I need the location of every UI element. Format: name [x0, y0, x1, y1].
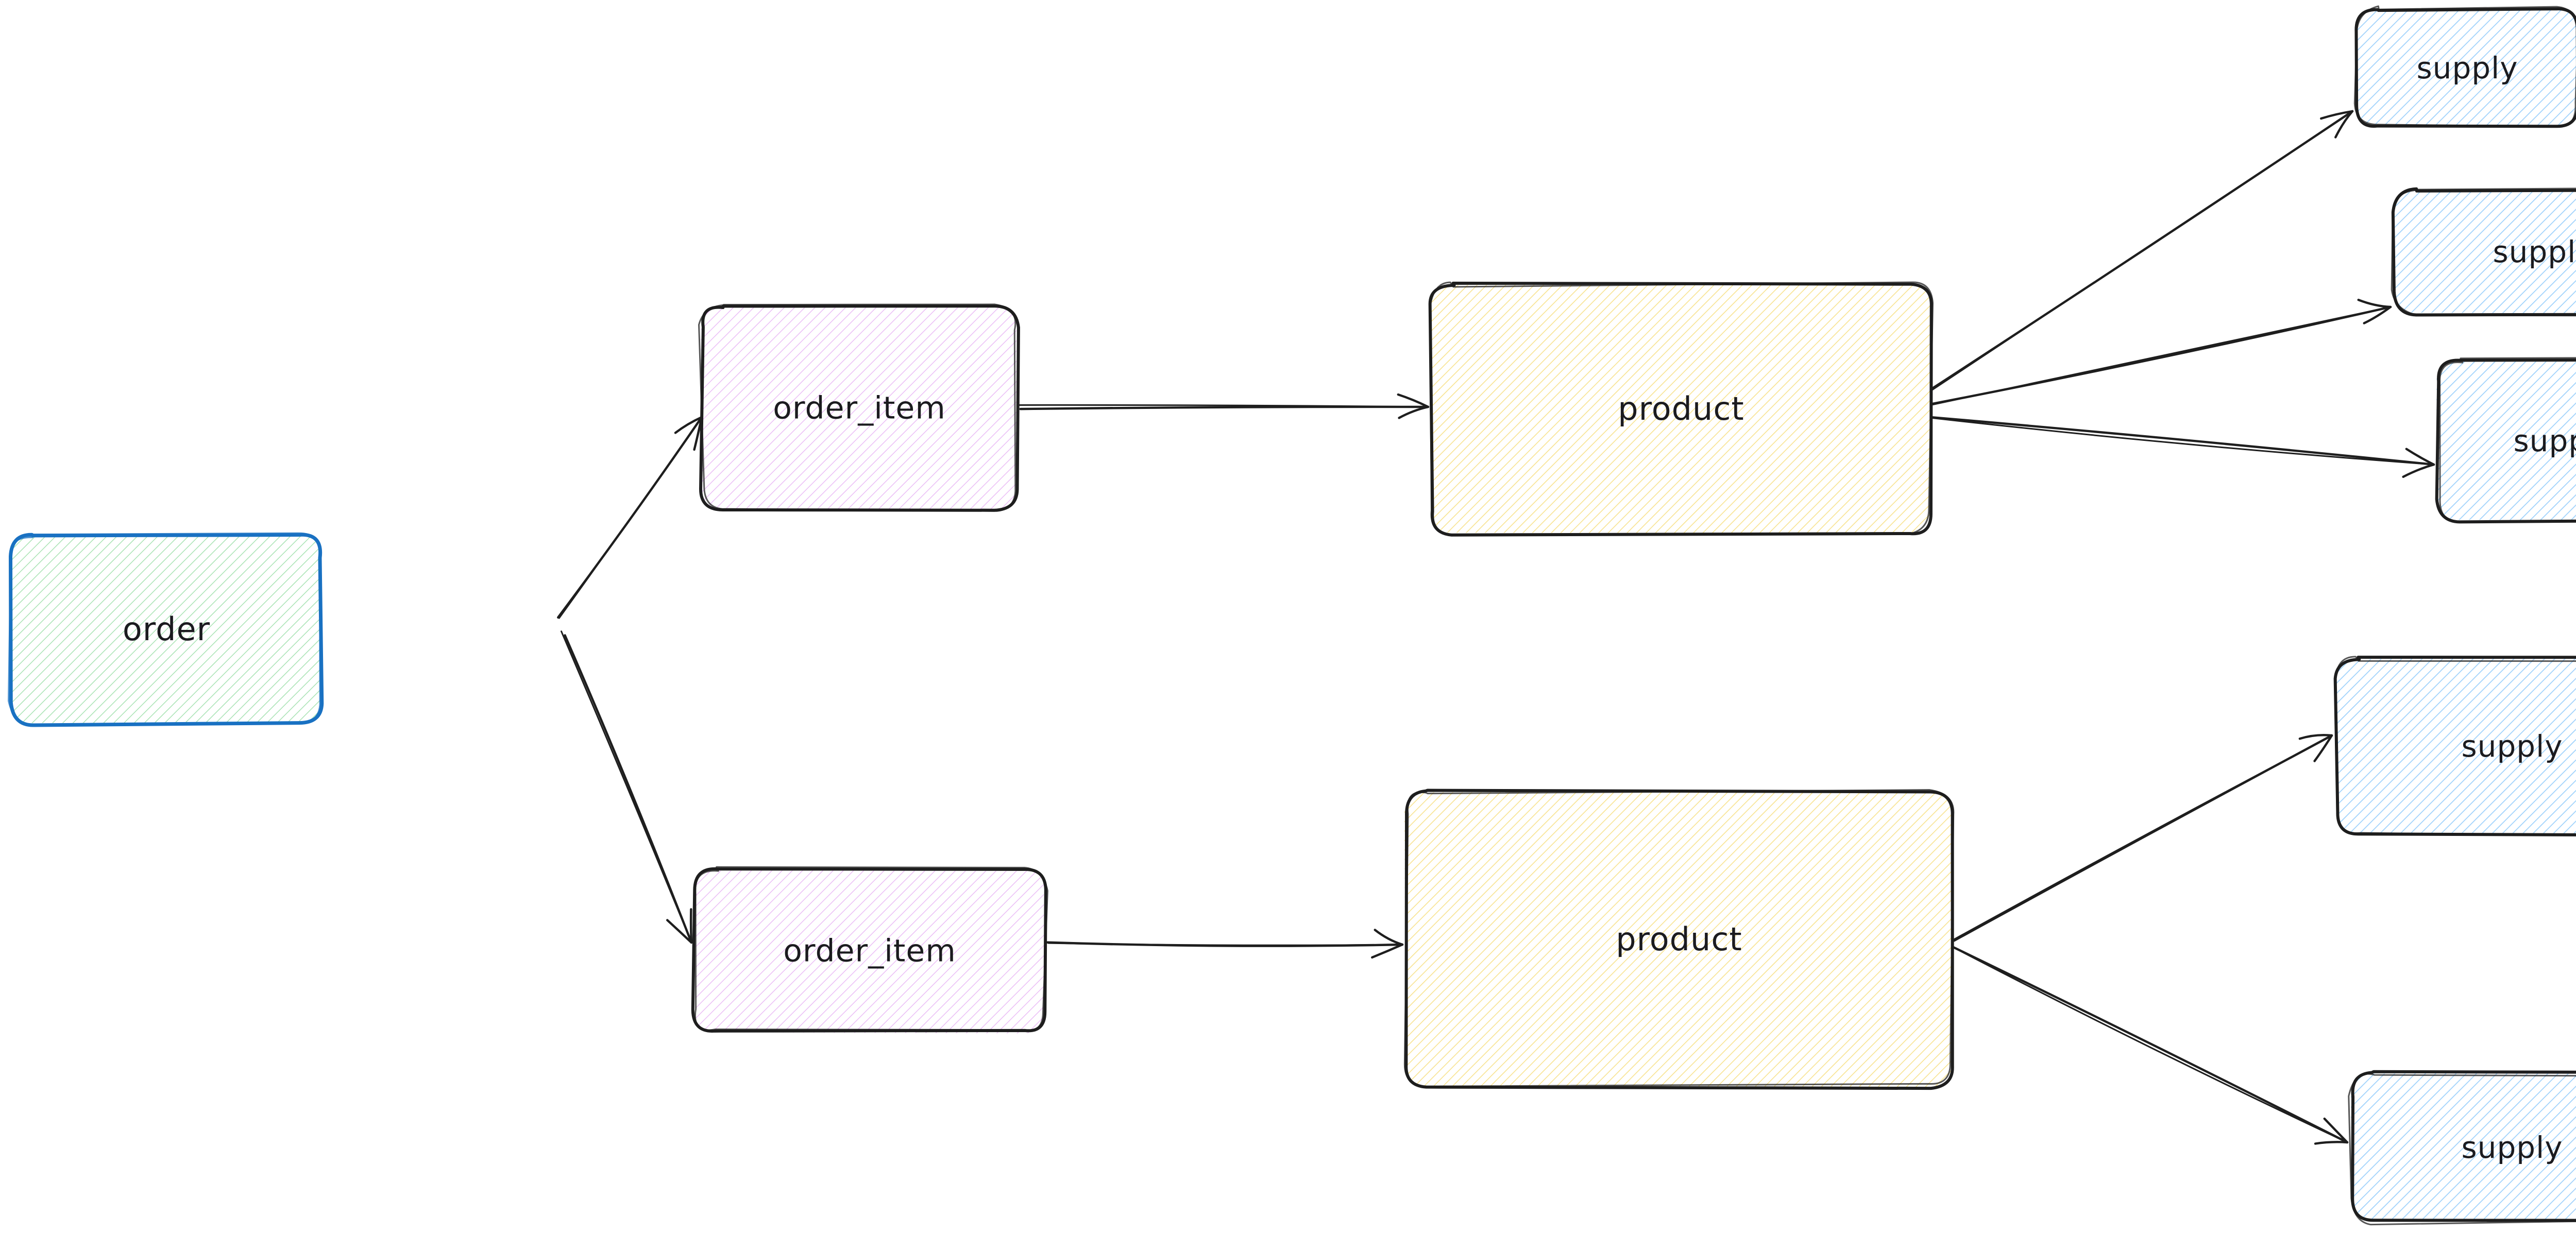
edge-stroke — [1016, 404, 1429, 408]
node-layer: orderorder_itemorder_itemproductproducts… — [8, 5, 2576, 1226]
edge-product2-to-supply4[interactable] — [1950, 733, 2333, 943]
edge-stroke — [1952, 946, 2349, 1144]
edge-stroke — [1929, 417, 2435, 466]
node-hatch-fill — [1404, 791, 1954, 1088]
node-order_item2[interactable]: order_item — [691, 866, 1048, 1034]
arrowhead-stroke — [1374, 929, 1404, 946]
arrowhead-stroke — [1371, 943, 1404, 959]
edge-order-to-order_item2[interactable] — [561, 630, 693, 944]
arrowhead-stroke — [2334, 110, 2354, 139]
node-outline — [694, 866, 1048, 1032]
arrowhead-stroke — [2313, 734, 2333, 762]
edge-stroke — [1953, 947, 2348, 1143]
node-outline — [2439, 357, 2576, 523]
edge-order_item1-to-product1[interactable] — [1016, 393, 1430, 419]
node-hatch-fill — [2350, 1072, 2576, 1222]
arrowhead-stroke — [2298, 733, 2333, 740]
edge-stroke — [561, 630, 692, 944]
edge-product1-to-supply3[interactable] — [1927, 416, 2435, 478]
node-label-supply1: supply — [2416, 50, 2518, 85]
node-hatch-fill — [2356, 8, 2576, 127]
arrowhead-stroke — [2320, 110, 2354, 120]
arrowhead-stroke — [674, 416, 703, 434]
edge-layer — [557, 110, 2435, 1145]
edge-stroke — [1930, 306, 2392, 406]
edge-order_item2-to-product2[interactable] — [1046, 929, 1404, 959]
edge-product2-to-supply5[interactable] — [1952, 946, 2349, 1145]
arrowhead-stroke — [1398, 405, 1430, 419]
arrowhead-stroke — [2323, 1117, 2349, 1144]
node-label-product2: product — [1616, 920, 1742, 958]
node-supply2[interactable]: supply — [2391, 187, 2576, 317]
node-hatch-fill — [1431, 283, 1933, 534]
edge-stroke — [1950, 734, 2333, 943]
node-hatch-fill — [2336, 657, 2576, 835]
node-hatch-fill — [2394, 189, 2576, 314]
node-label-order: order — [123, 610, 210, 648]
node-order[interactable]: order — [8, 532, 324, 727]
node-outline — [1429, 281, 1934, 536]
node-product2[interactable]: product — [1403, 789, 1955, 1090]
node-supply1[interactable]: supply — [2353, 5, 2576, 128]
node-hatch-fill — [696, 868, 1044, 1034]
node-supply3[interactable]: supply — [2435, 357, 2576, 524]
node-label-supply2: supply — [2493, 234, 2576, 269]
edge-product1-to-supply2[interactable] — [1928, 299, 2392, 406]
node-label-order_item2: order_item — [783, 933, 956, 969]
edge-stroke — [1930, 110, 2353, 391]
edge-product1-to-supply1[interactable] — [1929, 110, 2354, 391]
node-order_item1[interactable]: order_item — [698, 303, 1020, 512]
node-label-supply3: supply — [2513, 423, 2576, 458]
node-label-product1: product — [1618, 390, 1744, 427]
edge-stroke — [1927, 416, 2435, 466]
node-outline — [698, 303, 1016, 512]
edge-stroke — [1019, 405, 1430, 410]
edge-stroke — [1047, 942, 1403, 946]
node-supply4[interactable]: supply — [2333, 656, 2576, 836]
node-hatch-fill — [700, 304, 1017, 511]
arrowhead-stroke — [2314, 1141, 2349, 1145]
node-hatch-fill — [2436, 359, 2576, 520]
node-label-order_item1: order_item — [773, 390, 946, 426]
node-outline — [2391, 187, 2576, 317]
node-outline — [699, 304, 1020, 512]
arrowhead-stroke — [2357, 299, 2392, 309]
node-product1[interactable]: product — [1428, 281, 1934, 537]
node-outline — [2334, 656, 2576, 836]
node-outline — [8, 532, 321, 726]
node-outline — [1403, 789, 1955, 1087]
arrowhead-stroke — [666, 919, 693, 944]
arrowhead-stroke — [2363, 305, 2392, 324]
node-hatch-fill — [10, 534, 321, 724]
node-supply5[interactable]: supply — [2348, 1070, 2576, 1226]
node-label-supply5: supply — [2461, 1130, 2563, 1165]
arrowhead-stroke — [2405, 448, 2435, 466]
edge-order-to-order_item1[interactable] — [557, 416, 703, 619]
edge-stroke — [558, 416, 703, 619]
arrowhead-stroke — [1397, 393, 1430, 408]
arrowhead-stroke — [2402, 463, 2435, 478]
node-label-supply4: supply — [2461, 729, 2563, 764]
node-outline — [2348, 1073, 2576, 1226]
node-outline — [2351, 1070, 2576, 1222]
node-outline — [2353, 5, 2576, 128]
